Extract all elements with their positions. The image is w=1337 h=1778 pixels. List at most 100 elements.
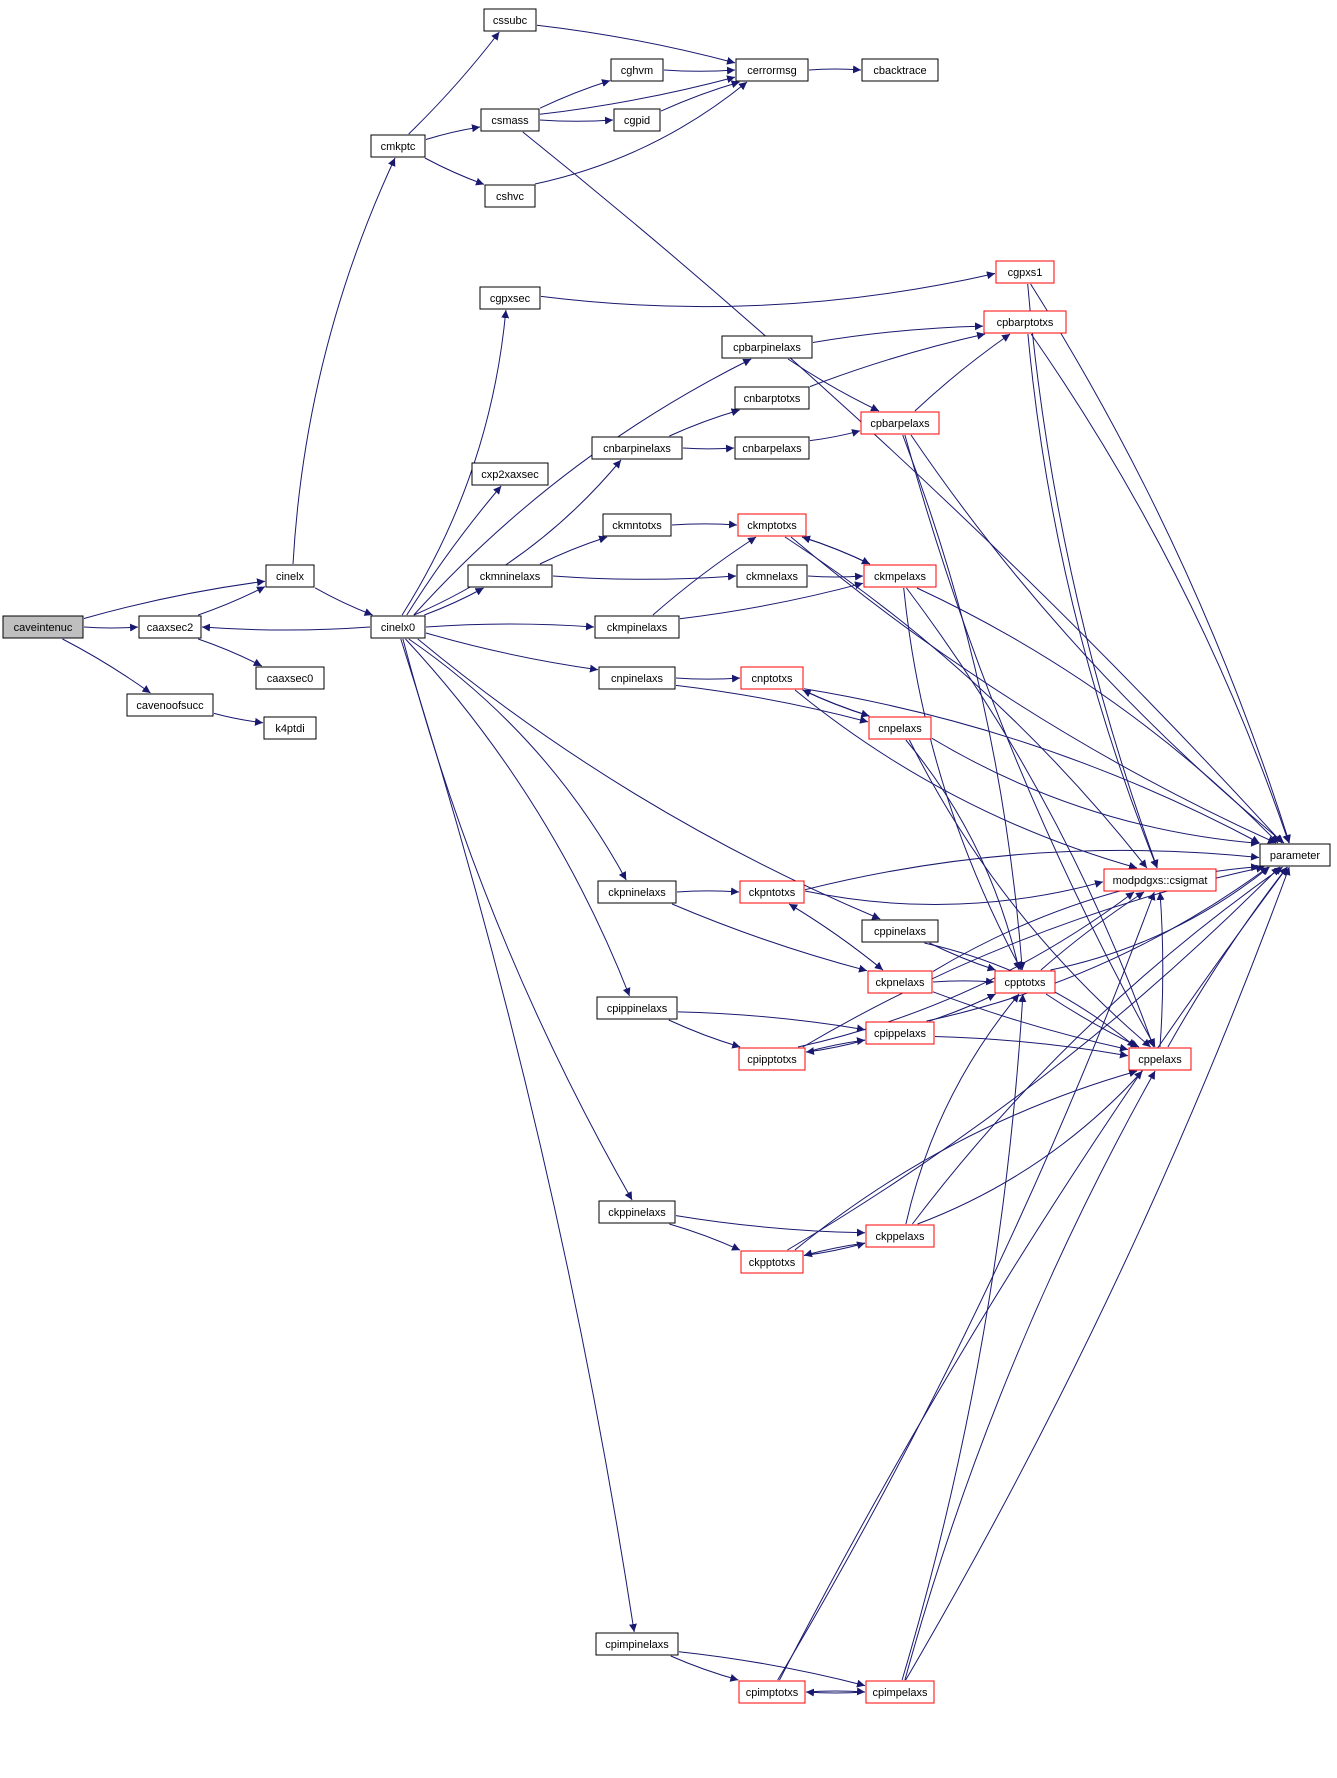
edge-ckmptotxs-to-parameter [790, 536, 1277, 844]
edge-cghvm-to-cerrormsg [663, 66, 736, 75]
node-box [740, 1250, 804, 1274]
node-cgpxsec[interactable]: cgpxsec [479, 286, 541, 310]
node-ckpntotxs[interactable]: ckpntotxs [739, 880, 805, 904]
node-box [868, 716, 932, 740]
node-cgpid[interactable]: cgpid [613, 108, 661, 132]
edge-cinelx0-to-cpbarpinelaxs [413, 358, 752, 616]
node-parameter[interactable]: parameter [1259, 843, 1331, 867]
edge-ckppelaxs-to-ckpptotxs [803, 1242, 866, 1258]
node-caaxsec0[interactable]: caaxsec0 [255, 666, 325, 690]
node-cinelx[interactable]: cinelx [265, 564, 315, 588]
node-k4ptdi[interactable]: k4ptdi [263, 716, 317, 740]
node-ckpninelaxs[interactable]: ckpninelaxs [597, 880, 677, 904]
node-cnbarpinelaxs[interactable]: cnbarpinelaxs [591, 436, 683, 460]
node-box [370, 134, 426, 158]
node-label: ckppelaxs [876, 1231, 925, 1243]
node-cssubc[interactable]: cssubc [483, 8, 537, 32]
node-label: ckmpinelaxs [607, 622, 668, 634]
edge-cpbarpelaxs-to-cppelaxs [904, 434, 1156, 1048]
node-csmass[interactable]: csmass [480, 108, 540, 132]
node-ckmpelaxs[interactable]: ckmpelaxs [863, 564, 937, 588]
edge-ckpninelaxs-to-ckpnelaxs [671, 903, 868, 973]
edge-ckmpinelaxs-to-ckmptotxs [652, 536, 757, 616]
edge-cinelx0-to-cnpinelaxs [425, 632, 599, 673]
edge-cnptotxs-to-parameter [803, 688, 1260, 844]
node-label: cppinelaxs [874, 926, 926, 938]
node-box [734, 386, 810, 410]
node-label: cavenoofsucc [136, 700, 204, 712]
edge-csmass-to-parameter [522, 131, 1283, 844]
node-box [610, 58, 664, 82]
edge-cpimptotxs-to-csigmat [777, 891, 1156, 1681]
node-caaxsec2[interactable]: caaxsec2 [138, 615, 202, 639]
edge-ckpnelaxs-to-ckpntotxs [788, 903, 884, 971]
edge-ckmptotxs-to-ckmpelaxs [801, 536, 871, 565]
node-ckpnelaxs[interactable]: ckpnelaxs [867, 970, 933, 994]
edge-ckmpelaxs-to-ckmptotxs [801, 535, 871, 565]
node-ckpptotxs[interactable]: ckpptotxs [740, 1250, 804, 1274]
node-cppinelaxs[interactable]: cppinelaxs [861, 919, 939, 943]
node-label: cgpid [624, 115, 650, 127]
edge-ckpnelaxs-to-cppelaxs [932, 991, 1129, 1052]
node-cpippelaxs[interactable]: cpippelaxs [865, 1021, 935, 1045]
node-cghvm[interactable]: cghvm [610, 58, 664, 82]
node-ckmnelaxs[interactable]: ckmnelaxs [736, 564, 808, 588]
node-box [739, 880, 805, 904]
node-cshvc[interactable]: cshvc [484, 184, 536, 208]
edge-cnpelaxs-to-cnptotxs [802, 689, 870, 717]
edge-cinelx-to-cinelx0 [314, 587, 373, 616]
node-ckmpinelaxs[interactable]: ckmpinelaxs [594, 615, 680, 639]
node-caveintenuc[interactable]: caveintenuc [2, 615, 84, 639]
node-cnpinelaxs[interactable]: cnpinelaxs [598, 666, 676, 690]
edge-cpimpelaxs-to-cppelaxs [904, 1070, 1156, 1681]
node-cpptotxs[interactable]: cpptotxs [994, 970, 1056, 994]
node-cbacktrace[interactable]: cbacktrace [861, 58, 939, 82]
node-label: k4ptdi [275, 723, 304, 735]
node-cnbarptotxs[interactable]: cnbarptotxs [734, 386, 810, 410]
node-label: cpimpelaxs [872, 1687, 928, 1699]
node-cinelx0[interactable]: cinelx0 [370, 615, 426, 639]
node-cppelaxs[interactable]: cppelaxs [1128, 1047, 1192, 1071]
node-cnptotxs[interactable]: cnptotxs [740, 666, 804, 690]
node-cxp2xaxsec[interactable]: cxp2xaxsec [471, 462, 549, 486]
edge-csmass-to-cghvm [539, 79, 611, 109]
edge-csmass-to-cgpid [539, 116, 614, 125]
node-csigmat[interactable]: modpdgxs::csigmat [1103, 868, 1217, 892]
edge-cpippelaxs-to-parameter [926, 866, 1269, 1022]
node-cnpelaxs[interactable]: cnpelaxs [868, 716, 932, 740]
edge-cssubc-to-cerrormsg [536, 24, 736, 65]
node-cpimpinelaxs[interactable]: cpimpinelaxs [595, 1632, 679, 1656]
edge-cpippinelaxs-to-cpipptotxs [668, 1019, 741, 1049]
edge-cgpxs1-to-csigmat [1027, 283, 1159, 869]
edge-cpipptotxs-to-csigmat [797, 891, 1135, 1048]
edge-cpippelaxs-to-cppelaxs [934, 1036, 1129, 1059]
node-cpimptotxs[interactable]: cpimptotxs [738, 1680, 806, 1704]
node-ckppelaxs[interactable]: ckppelaxs [865, 1224, 935, 1248]
node-cgpxs1[interactable]: cgpxs1 [995, 260, 1055, 284]
node-cpbarpelaxs[interactable]: cpbarpelaxs [860, 411, 940, 435]
node-cpipptotxs[interactable]: cpipptotxs [738, 1047, 806, 1071]
edge-cinelx0-to-cpippinelaxs [405, 638, 631, 997]
node-cerrormsg[interactable]: cerrormsg [735, 58, 809, 82]
node-cpbarptotxs[interactable]: cpbarptotxs [983, 310, 1067, 334]
node-cpbarpinelaxs[interactable]: cpbarpinelaxs [721, 335, 813, 359]
node-cpimpelaxs[interactable]: cpimpelaxs [865, 1680, 935, 1704]
node-box [138, 615, 202, 639]
node-label: cnptotxs [752, 673, 793, 685]
node-ckmntotxs[interactable]: ckmntotxs [602, 513, 672, 537]
node-cmkptc[interactable]: cmkptc [370, 134, 426, 158]
edge-cpbarpelaxs-to-parameter [910, 434, 1285, 844]
node-ckmninelaxs[interactable]: ckmninelaxs [467, 564, 553, 588]
node-ckppinelaxs[interactable]: ckppinelaxs [598, 1200, 676, 1224]
node-cpippinelaxs[interactable]: cpippinelaxs [596, 996, 678, 1020]
node-box [598, 1200, 676, 1224]
node-label: cnpinelaxs [611, 673, 663, 685]
edge-cmkptc-to-csmass [425, 124, 481, 140]
node-box [738, 1680, 806, 1704]
node-cnbarpelaxs[interactable]: cnbarpelaxs [734, 436, 810, 460]
node-label: cinelx [276, 571, 305, 583]
node-ckmptotxs[interactable]: ckmptotxs [737, 513, 807, 537]
edge-cpbarpelaxs-to-cpptotxs [902, 434, 1026, 971]
node-cavenoofsucc[interactable]: cavenoofsucc [126, 693, 214, 717]
node-box [1128, 1047, 1192, 1071]
